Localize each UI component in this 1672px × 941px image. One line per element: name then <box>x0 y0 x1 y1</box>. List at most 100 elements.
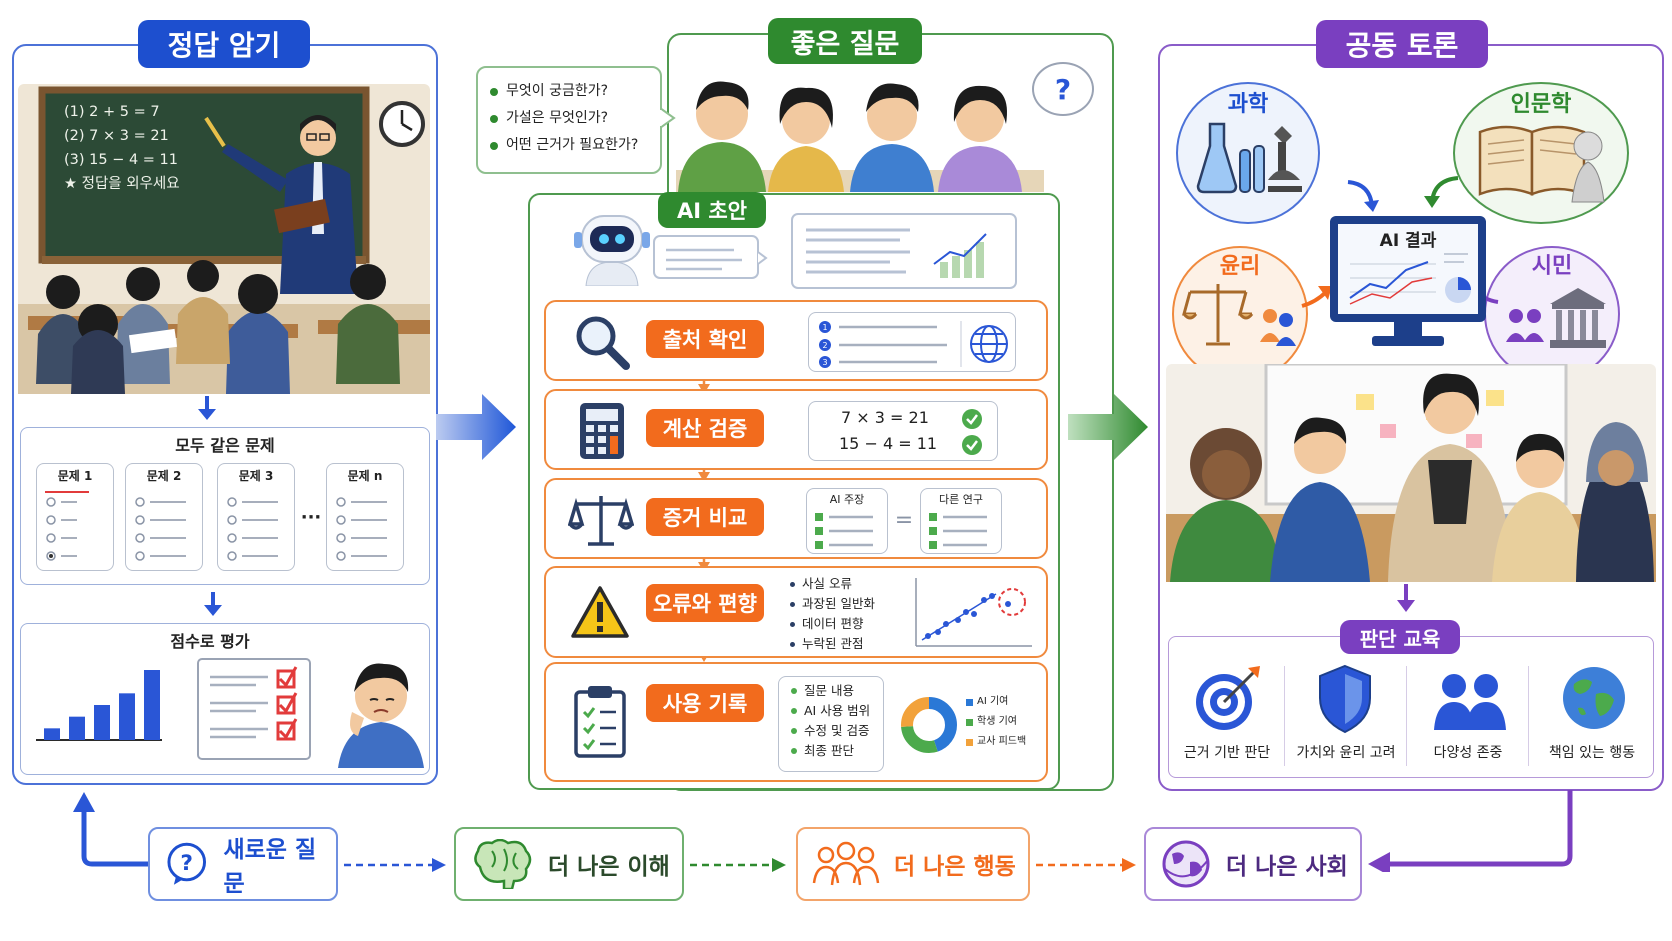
other-research-card: 다른 연구 <box>920 488 1002 554</box>
better-action-box: 더 나은 행동 <box>796 827 1030 901</box>
ref-1: 1 <box>822 323 827 332</box>
dashed-arrow-icon <box>1036 858 1136 872</box>
error-list: 사실 오류 과장된 일반화 데이터 편향 누락된 관점 <box>790 574 875 654</box>
government-building-icon <box>1506 288 1606 348</box>
step-label: 사용 기록 <box>646 684 764 722</box>
tired-student-illustration <box>338 663 424 768</box>
brain-icon <box>474 839 532 889</box>
chat-bubble-icon <box>653 235 768 279</box>
draft-document-icon <box>791 213 1017 289</box>
check-circle-icon <box>962 409 982 429</box>
monitor-title: AI 결과 <box>1379 230 1437 251</box>
lab-flask-icon <box>1196 122 1302 194</box>
step-errors-bias: 오류와 편향 사실 오류 과장된 일반화 데이터 편향 누락된 관점 <box>544 566 1048 658</box>
question-circle-icon: ? <box>167 842 207 885</box>
dashed-arrow-icon <box>344 858 446 872</box>
contribution-legend: AI 기여 학생 기여 교사 피드백 <box>966 692 1026 752</box>
bubble-tail <box>660 106 676 130</box>
students-discussion-illustration <box>676 81 1044 192</box>
shield-icon <box>1319 664 1371 734</box>
cycle-return-arrow-left <box>73 792 150 867</box>
question-2: 가설은 무엇인가? <box>506 110 609 126</box>
globe-icon <box>970 325 1008 363</box>
robot-icon <box>574 215 650 286</box>
problems-ellipsis: ··· <box>300 506 322 528</box>
judgment-divider <box>1528 666 1529 766</box>
discussion-scene-illustration <box>1166 364 1656 582</box>
problem-card-1: 문제 1 <box>36 463 114 571</box>
score-bar <box>119 693 135 740</box>
cycle-item-2: 더 나은 이해 <box>548 854 670 880</box>
question-mark-bubble: ? <box>1032 62 1094 116</box>
ai-draft-label: AI 초안 <box>658 192 766 228</box>
arrow-right-icon <box>1068 394 1148 460</box>
step-label: 계산 검증 <box>646 409 764 447</box>
judgment-item-2: 가치와 윤리 고려 <box>1296 745 1396 761</box>
new-question-box: ? 새로운 질문 <box>148 827 338 901</box>
arrow-icon <box>1347 180 1379 212</box>
question-3: 어떤 근거가 필요한가? <box>506 137 639 153</box>
people-group-icon <box>812 841 880 886</box>
judgment-divider <box>1284 666 1285 766</box>
classroom-illustration <box>18 84 430 394</box>
book-bust-icon <box>1478 125 1605 203</box>
step-evidence-compare: 증거 비교 AI 주장 = 다른 연구 <box>544 478 1048 559</box>
warning-icon <box>571 586 629 638</box>
step-usage-record: 사용 기록 질문 내용 AI 사용 범위 수정 및 검증 최종 판단 AI 기여… <box>544 662 1048 782</box>
justice-scale-icon <box>1182 284 1296 346</box>
score-bar <box>44 728 60 740</box>
dashed-arrow-icon <box>690 858 786 872</box>
problem-card-3: 문제 3 <box>217 463 295 571</box>
step-label: 증거 비교 <box>646 498 764 536</box>
target-icon <box>1196 666 1260 730</box>
calculator-icon <box>580 403 624 459</box>
judgment-divider <box>1406 666 1407 766</box>
score-bar <box>69 716 85 740</box>
check-circle-icon <box>962 435 982 455</box>
cycle-item-3: 더 나은 행동 <box>894 854 1016 880</box>
calc-line-2: 15 − 4 = 11 <box>839 434 938 453</box>
cycle-return-arrow-right <box>1368 790 1573 872</box>
problem-card-2: 문제 2 <box>125 463 203 571</box>
score-title: 점수로 평가 <box>170 632 250 651</box>
science-label: 과학 <box>1227 92 1269 117</box>
cycle-item-4: 더 나은 사회 <box>1226 854 1348 880</box>
arrow-down-icon <box>198 396 216 420</box>
scatter-outlier-icon <box>915 578 1032 647</box>
ref-3: 3 <box>822 358 827 367</box>
judgment-item-1: 근거 기반 판단 <box>1183 745 1271 761</box>
citizen-label: 시민 <box>1531 254 1573 279</box>
people-group-icon <box>1434 674 1506 730</box>
step-label: 출처 확인 <box>646 320 764 358</box>
board-line-4: ★ 정답을 외우세요 <box>64 176 180 192</box>
arrow-icon <box>1424 176 1459 208</box>
cycle-item-1: 새로운 질문 <box>223 837 317 897</box>
earth-globe-icon <box>1563 667 1625 729</box>
same-problems-title: 모두 같은 문제 <box>175 436 275 455</box>
board-line-3: (3) 15 − 4 = 11 <box>64 152 179 168</box>
graded-worksheet-icon <box>197 658 311 760</box>
humanities-label: 인문학 <box>1510 92 1572 117</box>
problem-card-n: 문제 n <box>326 463 404 571</box>
arrow-down-icon <box>1397 584 1415 612</box>
ai-claim-card: AI 주장 <box>806 488 888 554</box>
board-line-2: (2) 7 × 3 = 21 <box>64 128 169 144</box>
usage-list-card: 질문 내용 AI 사용 범위 수정 및 검증 최종 판단 <box>778 676 884 772</box>
source-list-card: 1 2 3 <box>808 312 1016 372</box>
magnifier-icon <box>576 316 630 370</box>
arrow-down-icon <box>204 592 222 616</box>
calculation-card: 7 × 3 = 21 15 − 4 = 11 <box>808 401 998 461</box>
arrow-right-icon <box>436 394 516 460</box>
ethics-label: 윤리 <box>1219 254 1261 279</box>
step-label: 오류와 편향 <box>646 584 764 622</box>
ref-2: 2 <box>822 341 827 350</box>
judgment-item-4: 책임 있는 행동 <box>1548 745 1636 761</box>
score-bar <box>144 670 160 740</box>
joint-discussion-title: 공동 토론 <box>1316 20 1488 68</box>
good-question-title: 좋은 질문 <box>768 18 922 64</box>
better-understanding-box: 더 나은 이해 <box>454 827 684 901</box>
arrow-icon <box>1301 286 1332 308</box>
svg-text:?: ? <box>180 851 193 876</box>
score-bar <box>94 705 110 740</box>
question-bubble: 무엇이 궁금한가? 가설은 무엇인가? 어떤 근거가 필요한가? <box>476 66 662 174</box>
